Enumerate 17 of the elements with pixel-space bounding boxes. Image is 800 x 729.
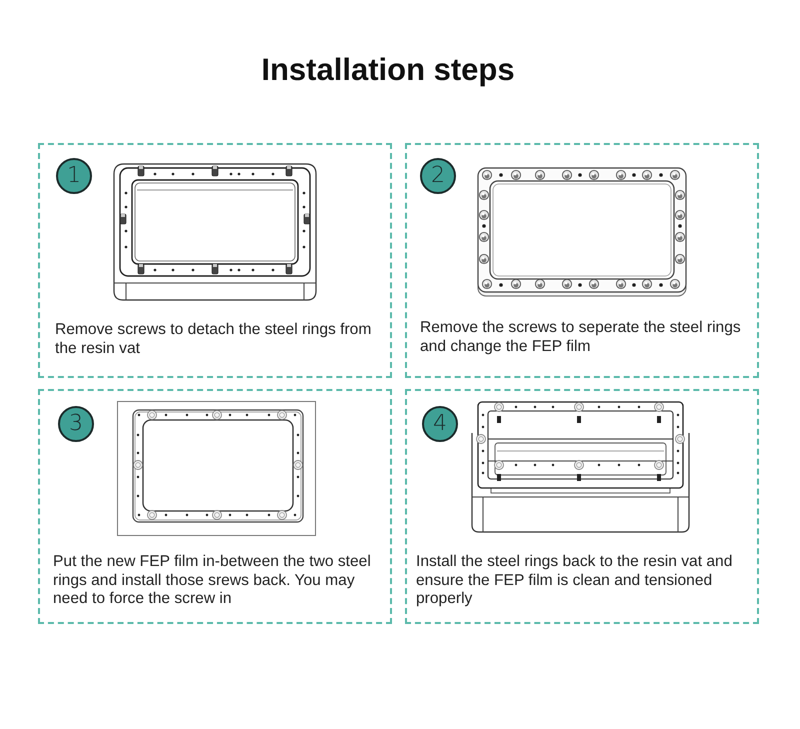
step-description: Remove screws to detach the steel rings from the resin vat — [55, 321, 372, 358]
step-description: Remove the screws to seperate the steel rings and change the FEP film — [420, 319, 742, 356]
step-panel — [405, 143, 759, 378]
step-panel — [38, 389, 392, 624]
step-number: 4 — [433, 412, 447, 436]
step-description: Put the new FEP film in-between the two steel rings and install those srews back. You may need to force the screw in — [53, 553, 372, 608]
step-number: 1 — [67, 164, 81, 188]
step-number-circle — [56, 158, 92, 194]
step-number: 2 — [431, 164, 445, 188]
step-number-circle — [58, 406, 94, 442]
step-panel — [38, 143, 392, 378]
page-title: Installation steps — [260, 52, 516, 88]
step-panel — [405, 389, 759, 624]
step-number-circle — [420, 158, 456, 194]
step-description: Install the steel rings back to the resin vat and ensure the FEP film is clean and tensioned properly — [416, 553, 734, 608]
step-number-circle — [422, 406, 458, 442]
step-number: 3 — [69, 412, 83, 436]
